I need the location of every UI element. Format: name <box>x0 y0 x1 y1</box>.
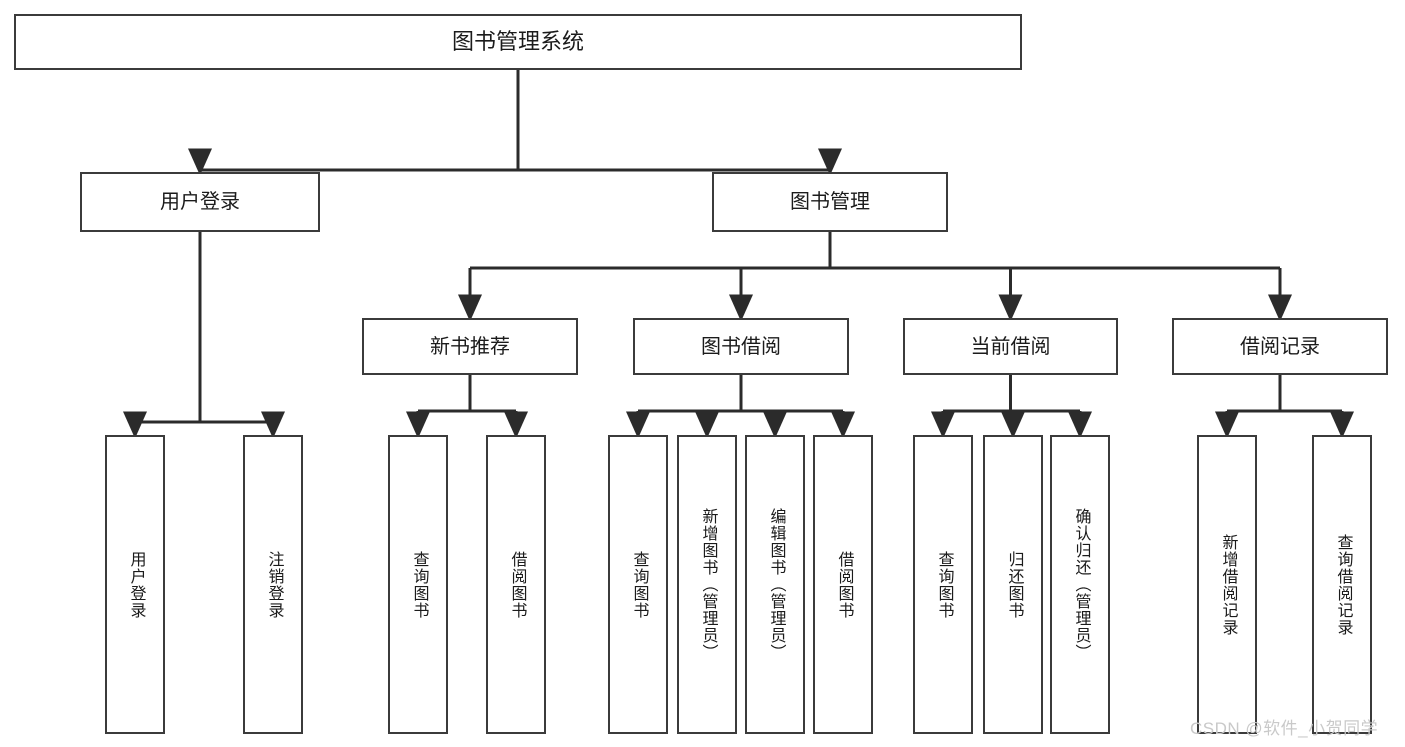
node-borrow[interactable]: 图书借阅 <box>633 318 849 375</box>
node-label: 借阅图书 <box>835 550 853 619</box>
node-label: 确认归还（管理员） <box>1072 508 1090 661</box>
node-label: 查询图书 <box>410 550 428 619</box>
node-label: 借阅图书 <box>508 550 526 619</box>
node-label: 当前借阅 <box>970 335 1051 358</box>
node-leaf-login-2[interactable]: 注销登录 <box>243 435 303 734</box>
node-label: 图书借阅 <box>701 335 781 358</box>
node-label: 图书管理 <box>790 191 870 213</box>
node-label: 归还图书 <box>1005 550 1023 619</box>
node-leaf-new-1[interactable]: 查询图书 <box>388 435 448 734</box>
node-label: 注销登录 <box>265 550 283 619</box>
node-newbook[interactable]: 新书推荐 <box>362 318 578 375</box>
node-leaf-rec-1[interactable]: 新增借阅记录 <box>1197 435 1257 734</box>
node-leaf-rec-2[interactable]: 查询借阅记录 <box>1312 435 1372 734</box>
node-current[interactable]: 当前借阅 <box>903 318 1118 375</box>
node-leaf-borrow-4[interactable]: 借阅图书 <box>813 435 873 734</box>
node-label: 新增借阅记录 <box>1219 533 1237 636</box>
node-root[interactable]: 图书管理系统 <box>14 14 1022 70</box>
node-label: 查询图书 <box>935 550 953 619</box>
node-leaf-borrow-3[interactable]: 编辑图书（管理员） <box>745 435 805 734</box>
node-leaf-cur-3[interactable]: 确认归还（管理员） <box>1050 435 1110 734</box>
node-leaf-new-2[interactable]: 借阅图书 <box>486 435 546 734</box>
node-leaf-cur-1[interactable]: 查询图书 <box>913 435 973 734</box>
node-login[interactable]: 用户登录 <box>80 172 320 232</box>
node-record[interactable]: 借阅记录 <box>1172 318 1388 375</box>
node-label: 用户登录 <box>127 550 145 619</box>
edge-group <box>123 70 1354 439</box>
node-label: 图书管理系统 <box>451 28 584 54</box>
node-label: 新增图书（管理员） <box>699 508 717 661</box>
node-label: 借阅记录 <box>1240 335 1320 358</box>
node-label: 新书推荐 <box>430 335 510 358</box>
node-leaf-borrow-1[interactable]: 查询图书 <box>608 435 668 734</box>
node-bookmgr[interactable]: 图书管理 <box>712 172 948 232</box>
node-leaf-cur-2[interactable]: 归还图书 <box>983 435 1043 734</box>
node-leaf-login-1[interactable]: 用户登录 <box>105 435 165 734</box>
node-label: 编辑图书（管理员） <box>767 508 785 661</box>
node-leaf-borrow-2[interactable]: 新增图书（管理员） <box>677 435 737 734</box>
node-label: 用户登录 <box>160 191 240 213</box>
node-label: 查询图书 <box>630 550 648 619</box>
node-label: 查询借阅记录 <box>1334 533 1352 636</box>
